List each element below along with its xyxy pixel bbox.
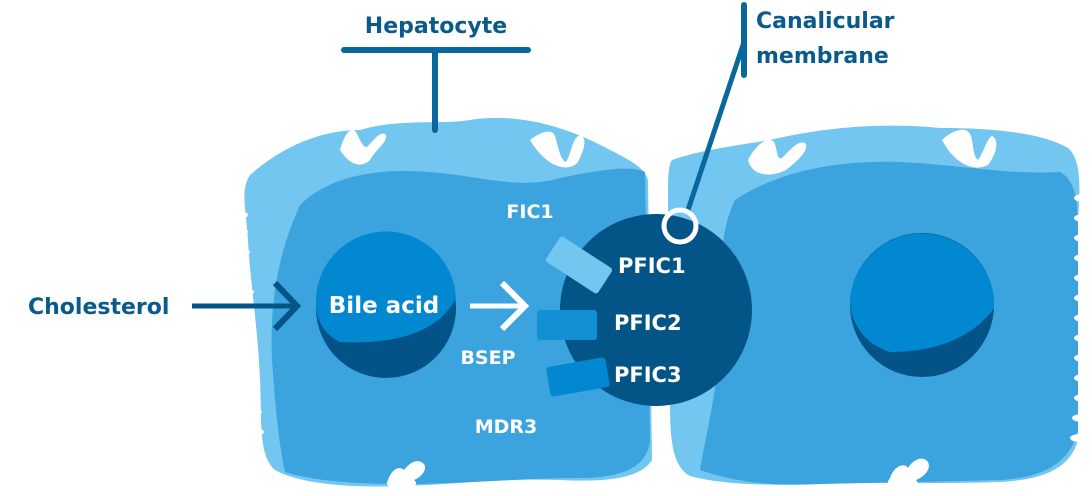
fic1-label: FIC1: [506, 201, 553, 223]
bsep-label: BSEP: [460, 347, 515, 369]
left-nucleus: [315, 231, 456, 378]
hepatocyte-label: Hepatocyte: [365, 14, 507, 39]
mdr3-label: MDR3: [475, 416, 538, 438]
bsep-transporter: [537, 310, 597, 340]
left-villi-top: [340, 129, 387, 165]
mdr3-transporter: [546, 357, 610, 397]
canalicular-membrane-marker: [661, 207, 699, 245]
left-villi-top-2: [530, 131, 585, 168]
right-villi-top-2: [942, 129, 997, 168]
cholesterol-label: Cholesterol: [28, 295, 169, 320]
canalicular-membrane-label-line1: Canalicular: [756, 9, 895, 34]
hepatocyte-pointer: [341, 47, 531, 133]
pfic2-label: PFIC2: [614, 311, 682, 335]
canalicular-membrane-label-line2: membrane: [756, 44, 889, 69]
right-villi-bottom: [887, 458, 929, 493]
pfic3-label: PFIC3: [614, 363, 682, 387]
fic1-transporter: [545, 236, 613, 294]
pfic1-label: PFIC1: [618, 254, 686, 278]
right-villi-top: [748, 140, 807, 175]
right-edge-villi: [1070, 194, 1092, 442]
right-nucleus: [850, 233, 995, 377]
bile-acid-label: Bile acid: [329, 293, 439, 319]
bsep-transport-arrow: [470, 280, 530, 332]
canalicular-membrane-pointer: [661, 2, 747, 245]
right-hepatocyte-cell: [668, 125, 1092, 493]
cholesterol-arrow: [192, 280, 302, 332]
bile-canaliculus: [560, 214, 752, 406]
left-villi-bottom: [386, 461, 426, 491]
left-edge-villi: [228, 211, 264, 436]
